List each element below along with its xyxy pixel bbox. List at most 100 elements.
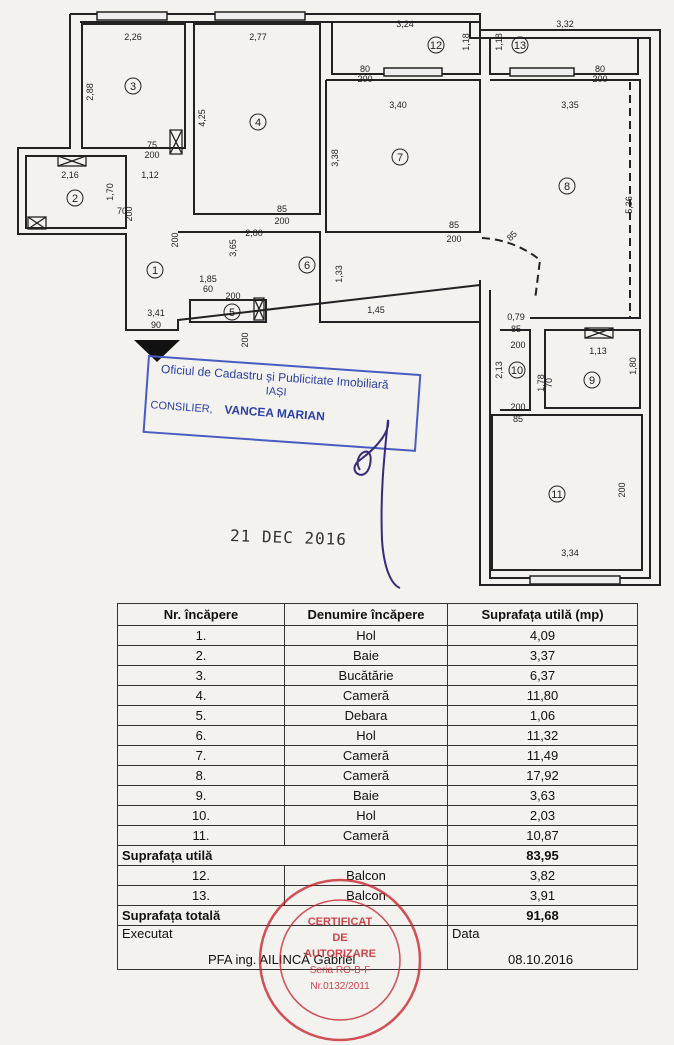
dimension-label: 1,13 <box>589 346 607 356</box>
room-area-cell: 11,32 <box>447 725 638 746</box>
useful-area-label: Suprafața utilă <box>117 845 448 866</box>
room-number-text: 8 <box>564 181 570 193</box>
room-area-cell: 6,37 <box>447 665 638 686</box>
dimension-label: 0,79 <box>507 312 525 322</box>
dimension-label: 3,34 <box>561 548 579 558</box>
useful-area-row: Suprafața utilă 83,95 <box>117 845 638 866</box>
room-number-text: 1 <box>152 265 158 277</box>
dimension-label: 200 <box>274 216 289 226</box>
room-number-text: 12 <box>430 40 442 52</box>
dimension-label: 3,32 <box>556 19 574 29</box>
room-name-cell: Cameră <box>284 685 448 706</box>
dimension-label: 2,26 <box>124 32 142 42</box>
wall-room-5 <box>189 299 267 323</box>
room-name-cell: Debara <box>284 705 448 726</box>
room-area-cell: 3,37 <box>447 645 638 666</box>
window <box>214 11 306 21</box>
dimension-label: 1,70 <box>105 183 115 201</box>
executed-label: Executat <box>122 926 173 941</box>
wall-room-9 <box>544 329 641 409</box>
room-name-cell: Bucătărie <box>284 665 448 686</box>
total-area-value: 91,68 <box>447 905 638 926</box>
room-number-cell: 6. <box>117 725 285 746</box>
signature <box>353 419 401 589</box>
dimension-label: 85 <box>277 204 287 214</box>
room-number-text: 13 <box>514 40 526 52</box>
room-number: 6 <box>298 256 316 274</box>
window <box>509 67 575 77</box>
room-number: 8 <box>558 177 576 195</box>
seal-line-4: Seria RO-B-F <box>310 965 371 976</box>
dimension-label: 200 <box>510 402 525 412</box>
room-number-text: 9 <box>589 375 595 387</box>
room-number: 10 <box>508 361 526 379</box>
table-header: Nr. încăpere Denumire încăpere Suprafața… <box>117 603 638 626</box>
room-number: 5 <box>223 303 241 321</box>
seal-line-1: CERTIFICAT <box>308 916 373 928</box>
dimension-label: 85 <box>513 414 523 424</box>
stamp-city: IAȘI <box>265 385 287 399</box>
dimension-label: 1,85 <box>199 274 217 284</box>
room-name-cell: Cameră <box>284 745 448 766</box>
header-useful-area: Suprafața utilă (mp) <box>447 603 638 626</box>
room-number-cell: 2. <box>117 645 285 666</box>
room-name-cell: Baie <box>284 645 448 666</box>
dimension-label: 85 <box>511 324 521 334</box>
dimension-label: 90 <box>151 320 161 330</box>
dimension-label: 3,65 <box>228 239 238 257</box>
room-number-text: 7 <box>397 152 403 164</box>
entrance-marker <box>134 340 180 362</box>
seal-line-2: DE <box>332 932 347 944</box>
wall-room-3 <box>81 23 186 149</box>
dimension-label: 80 <box>595 64 605 74</box>
vent-icon <box>584 327 614 339</box>
vent-icon <box>27 216 47 230</box>
room-number: 11 <box>548 485 566 503</box>
room-area-cell: 17,92 <box>447 765 638 786</box>
dimension-label: 200 <box>617 482 627 497</box>
wall-room-8 <box>490 79 641 319</box>
execution-row: Executat PFA ing. AILINCĂ Gabriel Data 0… <box>117 925 638 970</box>
room-number-cell: 9. <box>117 785 285 806</box>
room-number-text: 6 <box>304 260 310 272</box>
wall-room-6 <box>178 231 481 323</box>
dimension-label: 200 <box>144 150 159 160</box>
dimension-label: 80 <box>360 64 370 74</box>
executor-name: PFA ing. AILINCĂ Gabriel <box>208 952 356 967</box>
room-number-cell: 8. <box>117 765 285 786</box>
room-area-cell: 11,49 <box>447 745 638 766</box>
dimension-label: 3,26 <box>0 0 9 2</box>
dimension-label: 70 <box>117 206 127 216</box>
dimension-label: 1,18 <box>461 33 471 51</box>
room-number-text: 10 <box>511 365 523 377</box>
room-name-cell: Hol <box>284 805 448 826</box>
area-table: Nr. încăpere Denumire încăpere Suprafața… <box>117 603 638 970</box>
room-area-cell: 4,09 <box>447 625 638 646</box>
room-number-cell: 11. <box>117 825 285 846</box>
room-number-cell: 7. <box>117 745 285 766</box>
dimension-label: 1,45 <box>367 305 385 315</box>
room-number-text: 2 <box>72 193 78 205</box>
wall-room-4 <box>193 23 321 215</box>
dimension-label: 200 <box>124 206 134 221</box>
dimension-label: 75 <box>147 140 157 150</box>
room-name-cell: Hol <box>284 725 448 746</box>
date-stamp: 21 DEC 2016 <box>229 525 348 550</box>
room-number: 4 <box>249 113 267 131</box>
room-number-cell: 5. <box>117 705 285 726</box>
room-number-cell: 3. <box>117 665 285 686</box>
dimension-label: 3,38 <box>330 149 340 167</box>
dimension-label: 1,33 <box>334 265 344 283</box>
authorization-seal: CERTIFICAT DE AUTORIZARE Seria RO-B-F Nr… <box>258 878 422 1042</box>
room-number: 9 <box>583 371 601 389</box>
room-name-cell: Cameră <box>284 825 448 846</box>
dimension-label: 85 <box>449 220 459 230</box>
